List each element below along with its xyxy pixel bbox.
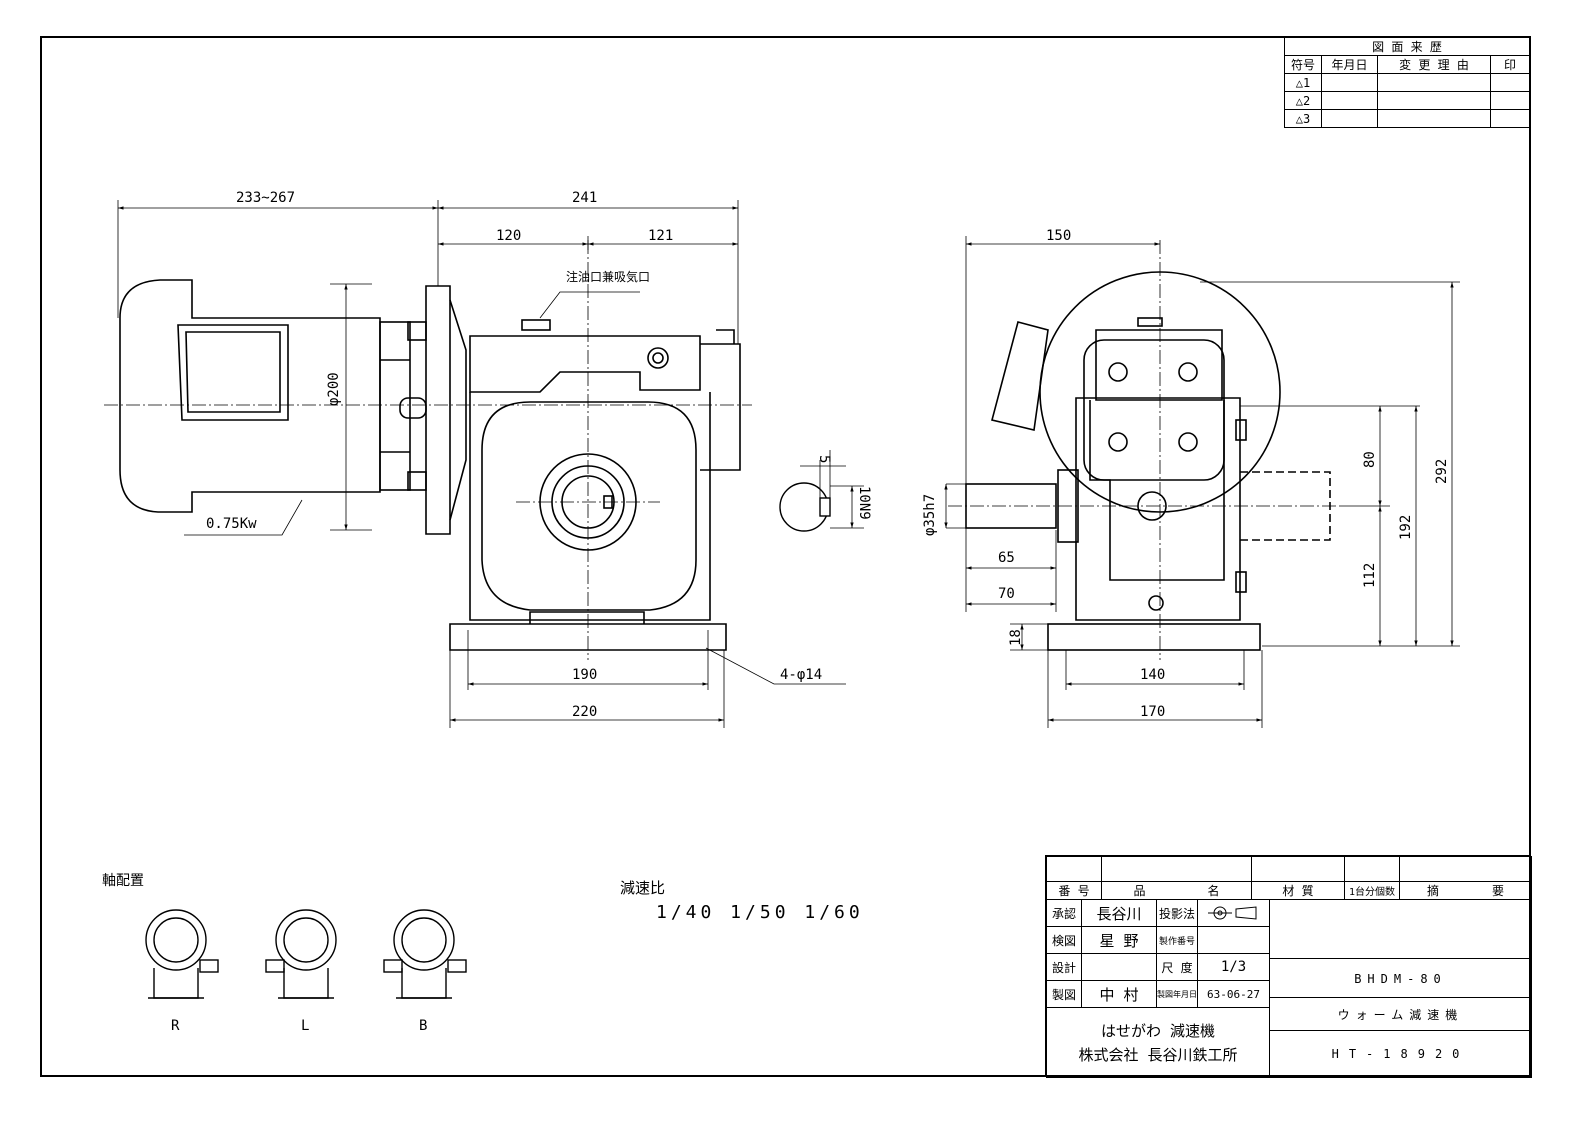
- dim-side-170: 170: [1140, 704, 1166, 720]
- dim-shaft-70: 70: [998, 586, 1015, 602]
- tb-company: 株式会社 長谷川鉄工所: [1078, 1045, 1238, 1064]
- tb-check-name: 星 野: [1081, 926, 1157, 954]
- dim-holes: 4-φ14: [780, 667, 823, 683]
- dim-h-192: 192: [1398, 514, 1414, 540]
- dimension-lines: [117, 200, 1460, 728]
- motor-flange: [425, 285, 451, 535]
- tb-approve-name: 長谷川: [1081, 899, 1157, 927]
- tb-header-name-2: 名: [1176, 881, 1252, 900]
- front-centerlines: [104, 240, 752, 660]
- arrangement-b: [383, 909, 467, 999]
- dim-motor-dia: φ200: [326, 372, 342, 406]
- dim-motor-power: 0.75Kw: [206, 516, 257, 532]
- dim-base-thk: 18: [1008, 629, 1024, 646]
- side-base: [1047, 623, 1261, 651]
- arrangement-l: [265, 909, 337, 999]
- rev-mark-3: △3: [1284, 109, 1322, 128]
- gearbox-top: [469, 335, 701, 393]
- dim-right-half: 121: [648, 228, 674, 244]
- dim-shaft-dia: φ35h7: [922, 493, 938, 536]
- rev-header-mark: 符号: [1284, 55, 1322, 74]
- key-section-detail: [779, 482, 831, 532]
- tb-product: ウォーム減速機: [1269, 997, 1532, 1031]
- dim-side-150: 150: [1046, 228, 1072, 244]
- tb-design-label: 設計: [1046, 953, 1082, 981]
- motor-body: [119, 279, 381, 513]
- tb-draw-name: 中 村: [1081, 980, 1157, 1008]
- dim-h-112: 112: [1362, 562, 1378, 588]
- arrangement-r: [145, 909, 219, 999]
- tb-scale-label: 尺 度: [1156, 953, 1198, 981]
- shaft-arrangement-title: 軸配置: [102, 873, 144, 889]
- tb-company-box: はせがわ 減速機 株式会社 長谷川鉄工所: [1046, 1007, 1270, 1078]
- tb-scale-value: 1/3: [1197, 953, 1270, 981]
- tb-date-label: 製図年月日: [1156, 980, 1198, 1008]
- dim-key-fit: 10N9: [856, 486, 872, 520]
- arrangement-label-b: B: [419, 1018, 428, 1034]
- tb-header-remarks-2: 要: [1465, 881, 1532, 900]
- side-view: [965, 271, 1331, 651]
- oil-port-label: 注油口兼吸気口: [566, 270, 651, 284]
- arrangement-label-r: R: [171, 1018, 180, 1034]
- tb-header-remarks-1: 摘: [1399, 881, 1466, 900]
- side-housing: [1075, 397, 1241, 621]
- dim-left-half: 120: [496, 228, 522, 244]
- tb-approve-label: 承認: [1046, 899, 1082, 927]
- tb-projection-label: 投影法: [1156, 899, 1198, 927]
- tb-header-number: 番 号: [1046, 881, 1102, 900]
- tb-header-name-1: 品: [1101, 881, 1177, 900]
- gearbox-base: [449, 623, 727, 651]
- rev-header-seal: 印: [1490, 55, 1530, 74]
- title-block: 番 号 品 名 材 質 1台分個数 摘 要 承認 長谷川 投影法 検図 星 野 …: [1045, 855, 1532, 1078]
- dim-side-140: 140: [1140, 667, 1166, 683]
- side-terminal-box: [991, 321, 1049, 431]
- side-gear-cover: [1083, 339, 1225, 481]
- projection-symbol: [1197, 899, 1270, 927]
- tb-draw-label: 製図: [1046, 980, 1082, 1008]
- dim-h-80: 80: [1362, 451, 1378, 468]
- tb-brand: はせがわ 減速機: [1100, 1021, 1216, 1040]
- third-angle-projection-icon: [1207, 906, 1256, 920]
- tb-header-material: 材 質: [1251, 881, 1345, 900]
- gearbox-body: [481, 401, 697, 611]
- dim-base-inner: 190: [572, 667, 598, 683]
- tb-model: BHDM-80: [1269, 958, 1532, 998]
- rev-mark-1: △1: [1284, 73, 1322, 92]
- reduction-title: 減速比: [620, 879, 666, 897]
- dim-key-width: 5: [816, 455, 832, 464]
- dim-base-outer: 220: [572, 704, 598, 720]
- reduction-ratios: 1/40 1/50 1/60: [656, 902, 864, 923]
- shaft-arrangement-figures: [145, 909, 467, 999]
- side-centerlines: [948, 240, 1340, 660]
- revision-table: 図 面 来 歴 符号 年月日 変 更 理 由 印 △1 △2 △3: [1284, 37, 1530, 128]
- tb-serial-label: 製作番号: [1156, 926, 1198, 954]
- tb-check-label: 検図: [1046, 926, 1082, 954]
- tb-header-quantity: 1台分個数: [1344, 881, 1400, 900]
- front-view: [119, 279, 741, 651]
- terminal-box: [177, 324, 289, 421]
- dim-h-292: 292: [1434, 458, 1450, 484]
- dim-reducer-length: 241: [572, 190, 598, 206]
- drawing-frame: [40, 36, 1531, 1077]
- dim-motor-length: 233~267: [236, 190, 296, 206]
- tb-date-value: 63-06-27: [1197, 980, 1270, 1008]
- dim-shaft-65: 65: [998, 550, 1015, 566]
- tb-drawing-number: HT-18920: [1269, 1030, 1532, 1078]
- arrangement-label-l: L: [301, 1018, 310, 1034]
